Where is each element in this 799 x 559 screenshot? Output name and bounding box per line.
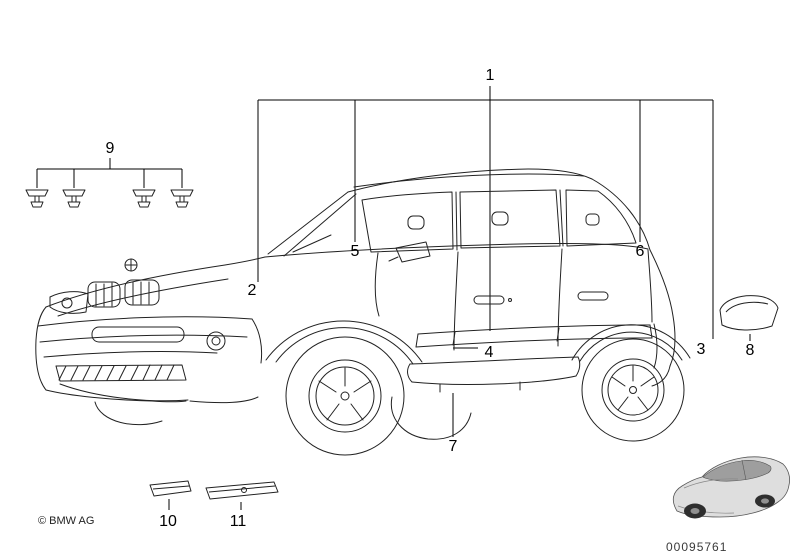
door-seams	[374, 248, 609, 351]
callout-8[interactable]: 8	[745, 342, 755, 359]
copyright-notice: © BMW AG	[38, 515, 95, 527]
front-apron-hatch	[55, 364, 259, 426]
part-10-shape	[149, 480, 192, 497]
callout-1[interactable]: 1	[485, 67, 495, 84]
clip-icon	[25, 189, 49, 208]
callout-3[interactable]: 3	[696, 341, 706, 358]
headlight	[49, 291, 89, 314]
callout-5[interactable]: 5	[350, 243, 360, 260]
callout-11[interactable]: 11	[229, 513, 247, 530]
document-number: 00095761	[666, 540, 728, 554]
rear-wheel-arch-trim	[571, 324, 691, 362]
part-11-shape	[205, 481, 279, 500]
callout-7[interactable]: 7	[448, 438, 458, 455]
part-8-shape	[719, 295, 779, 331]
hood-and-front-profile	[35, 256, 266, 403]
side-mirror	[388, 241, 431, 263]
clip-icon	[170, 189, 194, 208]
fog-light	[206, 331, 226, 351]
callout-leader-lines	[36, 86, 751, 510]
callout-6[interactable]: 6	[635, 243, 645, 260]
rear-profile	[647, 249, 676, 387]
front-wheel	[285, 336, 405, 456]
front-wheel-arch-trim	[265, 320, 423, 365]
callout-4[interactable]: 4	[484, 344, 494, 361]
fastener-clip-icons	[25, 189, 194, 208]
callout-10[interactable]: 10	[159, 513, 177, 530]
vehicle-thumbnail	[672, 456, 791, 519]
callout-9[interactable]: 9	[105, 140, 115, 157]
running-board	[390, 356, 581, 440]
clip-icon	[132, 189, 156, 208]
rear-wheel	[581, 338, 685, 442]
door-sill-molding	[415, 324, 653, 348]
greenhouse	[264, 168, 651, 258]
callout-2[interactable]: 2	[247, 282, 257, 299]
clip-icon	[62, 189, 86, 208]
car-line-art	[35, 168, 691, 456]
bmw-roundel-icon	[124, 258, 138, 272]
